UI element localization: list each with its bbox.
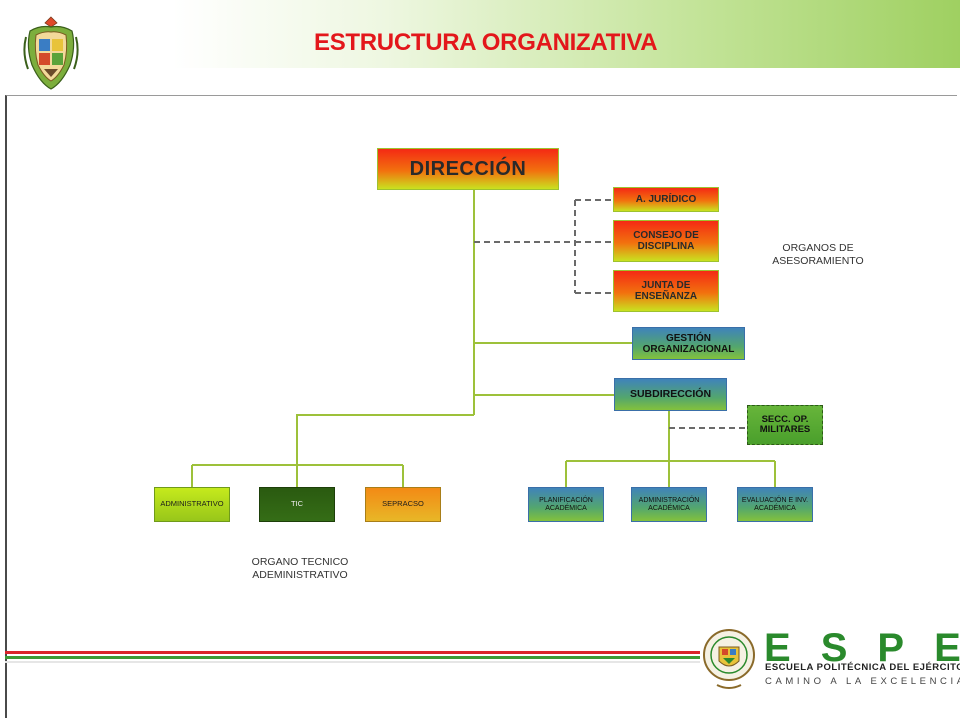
connector-academic-drops: [565, 461, 776, 487]
espe-brand-letters: E S P E: [764, 626, 960, 671]
node-sepracso: SEPRACSO: [365, 487, 441, 522]
node-direccion: DIRECCIÓN: [377, 148, 559, 190]
node-juridico: A. JURÍDICO: [613, 187, 719, 212]
institution-crest-icon: [23, 16, 79, 90]
label-organos-asesoramiento: ORGANOS DE ASESORAMIENTO: [772, 242, 864, 268]
node-administrativo: ADMINISTRATIVO: [154, 487, 230, 522]
slide-title: ESTRUCTURA ORGANIZATIVA: [314, 29, 658, 56]
connector-tecnico-stem: [296, 414, 474, 465]
espe-seal-icon: [703, 629, 755, 689]
brand-letter: P: [877, 626, 905, 670]
footer-stripes: [5, 651, 700, 671]
node-planificacion-academica: PLANIFICACIÓN ACADÉMICA: [528, 487, 604, 522]
label-organo-tecnico: ORGANO TECNICO ADEMINISTRATIVO: [251, 556, 349, 582]
node-secc-op-militares: SECC. OP. MILITARES: [747, 405, 823, 445]
brand-letter: E: [934, 626, 960, 670]
node-junta-ensenanza: JUNTA DE ENSEÑANZA: [613, 270, 719, 312]
node-subdireccion: SUBDIRECCIÓN: [614, 378, 727, 411]
node-consejo-disciplina: CONSEJO DE DISCIPLINA: [613, 220, 719, 262]
node-evaluacion-academica: EVALUACIÓN E INV. ACADÉMICA: [737, 487, 813, 522]
node-tic: TIC: [259, 487, 335, 522]
node-administracion-academica: ADMINISTRACIÓN ACADÉMICA: [631, 487, 707, 522]
espe-institution-name: ESCUELA POLITÉCNICA DEL EJÉRCITO: [765, 662, 960, 673]
dashed-connector-asesoramiento-drops: [575, 199, 613, 294]
connector-tecnico-drops: [191, 465, 404, 487]
content-frame: [5, 95, 957, 718]
espe-motto: CAMINO A LA EXCELENCIA: [765, 676, 960, 687]
title-bar: [0, 0, 960, 68]
brand-letter: E: [764, 626, 791, 670]
brand-letter: S: [820, 626, 848, 670]
node-gestion-organizacional: GESTIÓN ORGANIZACIONAL: [632, 327, 745, 360]
